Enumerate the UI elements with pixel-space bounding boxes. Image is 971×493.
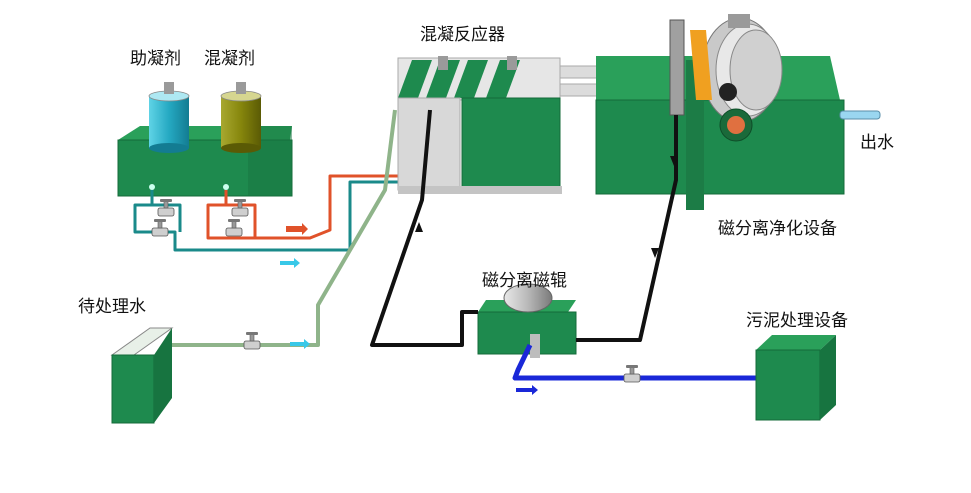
valve-icon[interactable]: [231, 198, 249, 217]
motor-icon: [438, 56, 448, 70]
magnetic-roller-unit: [477, 283, 577, 358]
label-outlet-water: 出水: [860, 133, 894, 153]
sludge-treatment-tank: [755, 335, 836, 421]
flow-arrow-icon: [670, 156, 678, 166]
label-coagulant-aid: 助凝剂: [130, 49, 181, 69]
label-magnetic-separation-roller: 磁分离磁辊: [482, 271, 567, 291]
coagulant-aid-drum: [148, 82, 190, 153]
raw-water-tank: [110, 327, 174, 424]
valve-icon[interactable]: [157, 198, 175, 217]
coagulant-aid-pipe: [133, 110, 417, 252]
label-coagulant: 混凝剂: [204, 49, 255, 69]
motor-icon: [236, 82, 246, 94]
flow-arrow-icon: [516, 385, 538, 395]
dosing-tank: [117, 126, 293, 197]
label-magnetic-separation-purifier: 磁分离净化设备: [718, 219, 837, 239]
motor-icon: [728, 14, 750, 28]
magnetic-disc-icon: [701, 17, 783, 123]
flow-arrow-icon: [651, 248, 659, 258]
flow-arrow-icon: [280, 258, 300, 268]
magnetic-separation-purifier: [595, 14, 881, 210]
flow-arrow-icon: [415, 222, 423, 232]
coagulant-drum: [220, 82, 262, 153]
flow-arrow-icon: [286, 223, 308, 235]
valve-icon[interactable]: [623, 364, 641, 383]
valve-icon[interactable]: [225, 218, 243, 237]
flow-arrow-icon: [290, 339, 310, 349]
coagulation-reactor: [397, 56, 601, 194]
valve-icon[interactable]: [243, 331, 261, 350]
valve-icon[interactable]: [151, 218, 169, 237]
label-coagulation-reactor: 混凝反应器: [420, 25, 505, 45]
label-sludge-treatment: 污泥处理设备: [746, 311, 848, 331]
magnetic-sludge-pipe: [370, 109, 678, 347]
coagulant-pipe: [206, 110, 407, 240]
motor-icon: [507, 56, 517, 70]
label-raw-water: 待处理水: [78, 297, 146, 317]
motor-icon: [164, 82, 174, 94]
raw-water-pipe: [172, 109, 397, 347]
